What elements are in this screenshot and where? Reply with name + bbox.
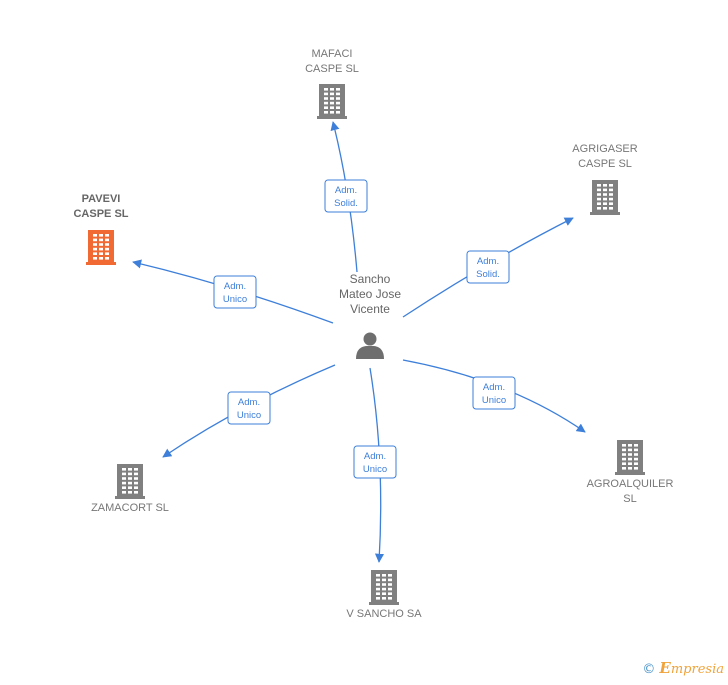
role-badge-agrigaser[interactable]: Adm.Solid. — [466, 250, 510, 284]
company-node-zamacort[interactable]: ZAMACORT SL — [91, 464, 169, 514]
role-badge-pavevi[interactable]: Adm.Unico — [213, 275, 257, 309]
brand-name: mpresia — [670, 662, 724, 677]
roles-layer: Adm.Solid.Adm.Solid.Adm.UnicoAdm.UnicoAd… — [213, 179, 516, 479]
building-icon[interactable] — [615, 440, 645, 475]
building-icon[interactable] — [317, 84, 347, 119]
role-badge-vsancho[interactable]: Adm.Unico — [353, 445, 397, 479]
role-label: Adm.Unico — [237, 397, 261, 421]
building-icon[interactable] — [369, 570, 399, 605]
brand-footer: ©Empresia — [642, 659, 724, 677]
building-icon[interactable] — [86, 230, 116, 265]
building-icon[interactable] — [115, 464, 145, 499]
role-label: Adm.Unico — [363, 451, 387, 475]
company-label: V SANCHO SA — [346, 608, 422, 620]
person-icon[interactable] — [356, 332, 384, 360]
copyright-symbol: © — [642, 662, 656, 677]
role-badge-zamacort[interactable]: Adm.Unico — [227, 391, 271, 425]
role-label: Adm.Solid. — [334, 185, 358, 209]
role-label: Adm.Solid. — [476, 256, 500, 280]
role-label: Adm.Unico — [223, 281, 247, 305]
building-icon[interactable] — [590, 180, 620, 215]
role-badge-mafaci[interactable]: Adm.Solid. — [324, 179, 368, 213]
company-label: ZAMACORT SL — [91, 502, 169, 514]
company-node-vsancho[interactable]: V SANCHO SA — [346, 570, 422, 620]
role-label: Adm.Unico — [482, 382, 506, 406]
brand-initial: E — [659, 659, 671, 677]
role-badge-agroalquiler[interactable]: Adm.Unico — [472, 376, 516, 410]
